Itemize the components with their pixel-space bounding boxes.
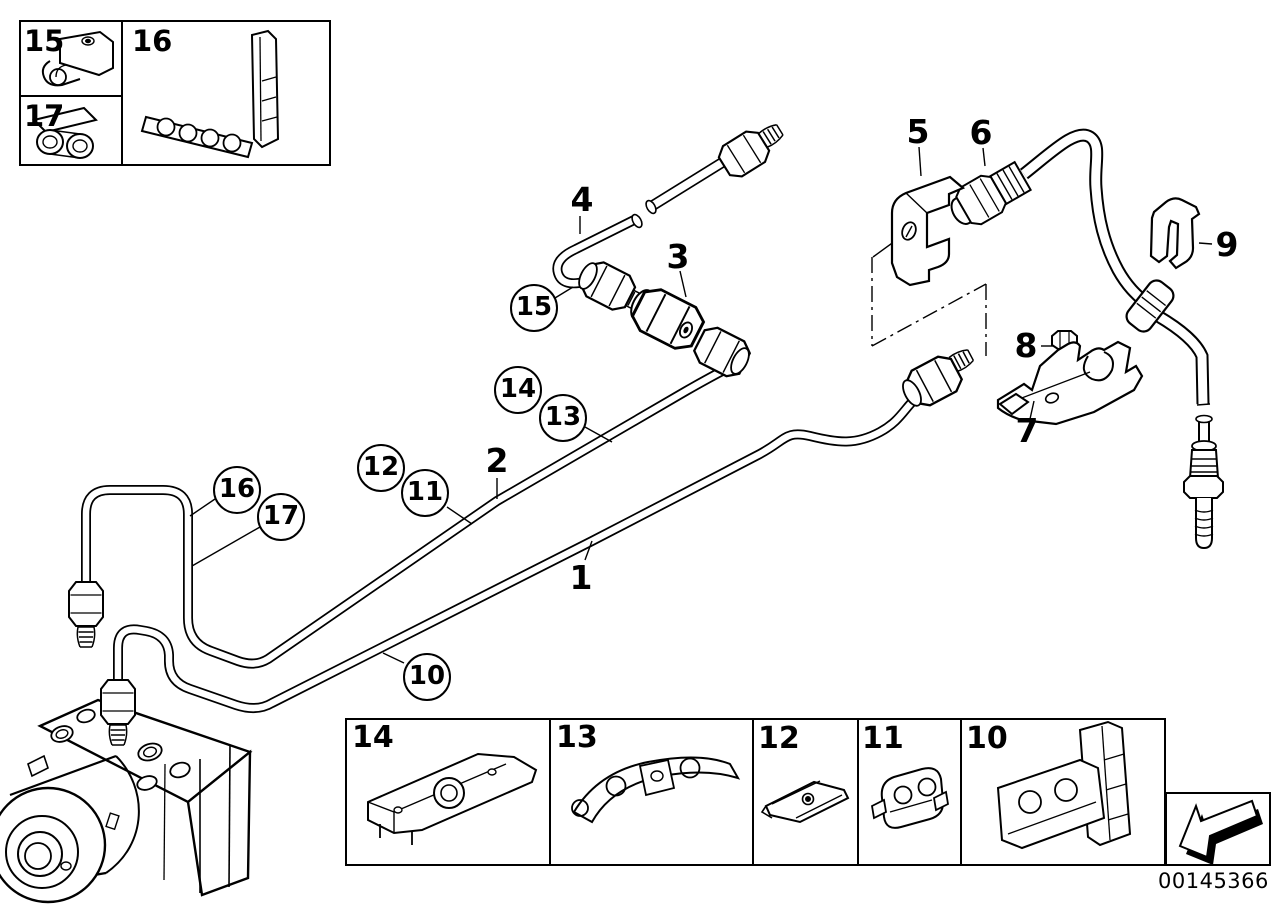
reference-plane: [871, 240, 987, 356]
direction-arrow-box: [1165, 792, 1271, 866]
callout-circled-10[interactable]: 10: [403, 653, 451, 701]
clip-9: [1149, 197, 1201, 270]
callout-9[interactable]: 9: [1215, 225, 1239, 264]
legend-part-11-drawing: [871, 767, 949, 829]
inset-parts-box: [19, 20, 331, 166]
callout-circled-12[interactable]: 12: [357, 444, 405, 492]
callout-6[interactable]: 6: [969, 113, 993, 152]
hose-end-fitting: [1183, 440, 1224, 550]
inset-label-17[interactable]: 17: [24, 99, 65, 133]
callout-8[interactable]: 8: [1014, 326, 1038, 365]
callout-circled-15[interactable]: 15: [510, 284, 558, 332]
callout-2[interactable]: 2: [485, 441, 509, 480]
callout-4[interactable]: 4: [570, 180, 594, 219]
legend-part-13-drawing: [571, 756, 741, 824]
callout-circled-14[interactable]: 14: [494, 366, 542, 414]
callout-7[interactable]: 7: [1015, 411, 1039, 450]
union-lower: [689, 321, 755, 383]
legend-label-12[interactable]: 12: [758, 721, 800, 756]
brake-pipe-2: [81, 361, 735, 669]
hose-grommet: [1125, 279, 1175, 333]
legend-label-11[interactable]: 11: [862, 721, 904, 756]
callout-1[interactable]: 1: [569, 558, 593, 597]
legend-part-10-drawing: [996, 720, 1132, 850]
legend-label-14[interactable]: 14: [352, 720, 394, 755]
direction-arrow-icon: [1178, 799, 1263, 865]
callout-circled-16[interactable]: 16: [213, 466, 261, 514]
brake-pipe-1: [113, 383, 936, 713]
legend-label-13[interactable]: 13: [556, 720, 598, 755]
inset-label-16[interactable]: 16: [132, 24, 173, 58]
abs-hydro-unit: [0, 698, 253, 904]
callout-circled-17[interactable]: 17: [257, 493, 305, 541]
legend-label-10[interactable]: 10: [966, 721, 1008, 756]
callout-circled-11[interactable]: 11: [401, 469, 449, 517]
connector-3: [626, 282, 710, 356]
inset-label-15[interactable]: 15: [24, 24, 65, 58]
rear-pipe-union: [713, 121, 786, 183]
legend-part-12-drawing: [760, 780, 850, 824]
inset-part-16-drawing: [140, 29, 280, 159]
document-number-label: 00145366: [1158, 869, 1269, 893]
callout-leader-lines: [189, 146, 1213, 664]
callout-circled-13[interactable]: 13: [539, 394, 587, 442]
inset-part-15-drawing: [41, 30, 114, 87]
callout-5[interactable]: 5: [906, 112, 930, 151]
pipe-2-end-union: [68, 581, 104, 648]
callout-3[interactable]: 3: [666, 237, 690, 276]
legend-part-14-drawing: [367, 752, 538, 845]
hose-fitting-6: [950, 160, 1033, 226]
inset-part-17-drawing: [32, 106, 98, 159]
pipe-1-rear-union: [901, 346, 976, 412]
bracket-5: [890, 175, 966, 287]
